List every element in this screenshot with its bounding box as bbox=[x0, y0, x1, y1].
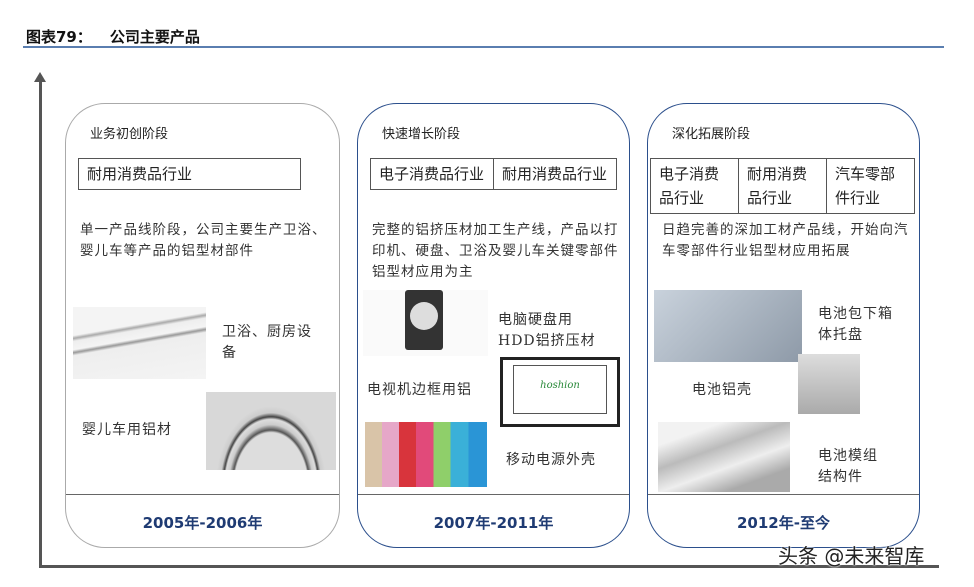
timeline-arrow-icon bbox=[34, 72, 46, 82]
industry-cell: 耐用消费品行业 bbox=[87, 165, 193, 183]
stage-growth: 快速增长阶段 电子消费品行业耐用消费品行业 完整的铝挤压材加工生产线，产品以打印… bbox=[357, 103, 630, 548]
product-label: 婴儿车用铝材 bbox=[82, 422, 172, 438]
stage-name: 快速增长阶段 bbox=[382, 127, 461, 142]
product-label: 电池模组结构件 bbox=[818, 448, 878, 485]
stroller-profile-image bbox=[206, 392, 336, 470]
product-label: 移动电源外壳 bbox=[506, 452, 596, 468]
battery-shell-image bbox=[798, 354, 860, 414]
industry-cell: 电子消费品行业 bbox=[379, 165, 485, 183]
divider bbox=[358, 494, 629, 495]
stage-period: 2007年-2011年 bbox=[433, 514, 554, 532]
product-label: 电池包下箱体托盘 bbox=[818, 306, 893, 343]
figure-number: 图表79： bbox=[26, 28, 92, 46]
tv-frame-image: hoshion bbox=[500, 357, 620, 427]
power-bank-image bbox=[365, 422, 487, 487]
stage-period: 2005年-2006年 bbox=[142, 514, 263, 532]
horizontal-axis bbox=[39, 565, 939, 568]
product-label: 电视机边框用铝 bbox=[367, 382, 472, 398]
divider bbox=[648, 494, 919, 495]
industry-table: 电子消费品行业耐用消费品行业汽车零部件行业 bbox=[650, 158, 915, 214]
stage-name: 深化拓展阶段 bbox=[672, 127, 751, 142]
stage-name: 业务初创阶段 bbox=[90, 127, 169, 142]
stage-description: 完整的铝挤压材加工生产线，产品以打印机、硬盘、卫浴及婴儿车关键零部件铝型材应用为… bbox=[372, 222, 619, 280]
industry-table: 电子消费品行业耐用消费品行业 bbox=[370, 158, 617, 190]
industry-cell: 耐用消费品行业 bbox=[493, 159, 616, 189]
bathroom-profile-image bbox=[73, 307, 206, 379]
product-label: 电脑硬盘用HDD铝挤压材 bbox=[498, 312, 596, 349]
tv-logo: hoshion bbox=[513, 365, 607, 414]
product-label: 卫浴、厨房设备 bbox=[222, 324, 312, 361]
industry-table: 耐用消费品行业 bbox=[78, 158, 301, 190]
figure-title: 图表79： 公司主要产品 bbox=[26, 26, 200, 47]
product-label: 电池铝壳 bbox=[692, 382, 752, 398]
stage-description: 日趋完善的深加工材产品线，开始向汽车零部件行业铝型材应用拓展 bbox=[662, 222, 909, 259]
title-rule bbox=[23, 46, 944, 48]
hdd-image bbox=[363, 290, 488, 356]
battery-tray-image bbox=[654, 290, 802, 362]
industry-cell: 汽车零部件行业 bbox=[826, 159, 914, 213]
stage-deepening: 深化拓展阶段 电子消费品行业耐用消费品行业汽车零部件行业 日趋完善的深加工材产品… bbox=[647, 103, 920, 548]
divider bbox=[66, 494, 339, 495]
stage-period: 2012年-至今 bbox=[737, 514, 830, 532]
industry-cell: 电子消费品行业 bbox=[659, 165, 720, 207]
stage-startup: 业务初创阶段 耐用消费品行业 单一产品线阶段，公司主要生产卫浴、婴儿车等产品的铝… bbox=[65, 103, 340, 548]
battery-module-image bbox=[658, 422, 790, 492]
watermark: 头条 @未来智库 bbox=[778, 544, 925, 568]
vertical-axis bbox=[39, 80, 42, 568]
industry-cell: 耐用消费品行业 bbox=[738, 159, 826, 213]
figure-caption: 公司主要产品 bbox=[109, 28, 200, 46]
stage-description: 单一产品线阶段，公司主要生产卫浴、婴儿车等产品的铝型材部件 bbox=[80, 222, 327, 259]
